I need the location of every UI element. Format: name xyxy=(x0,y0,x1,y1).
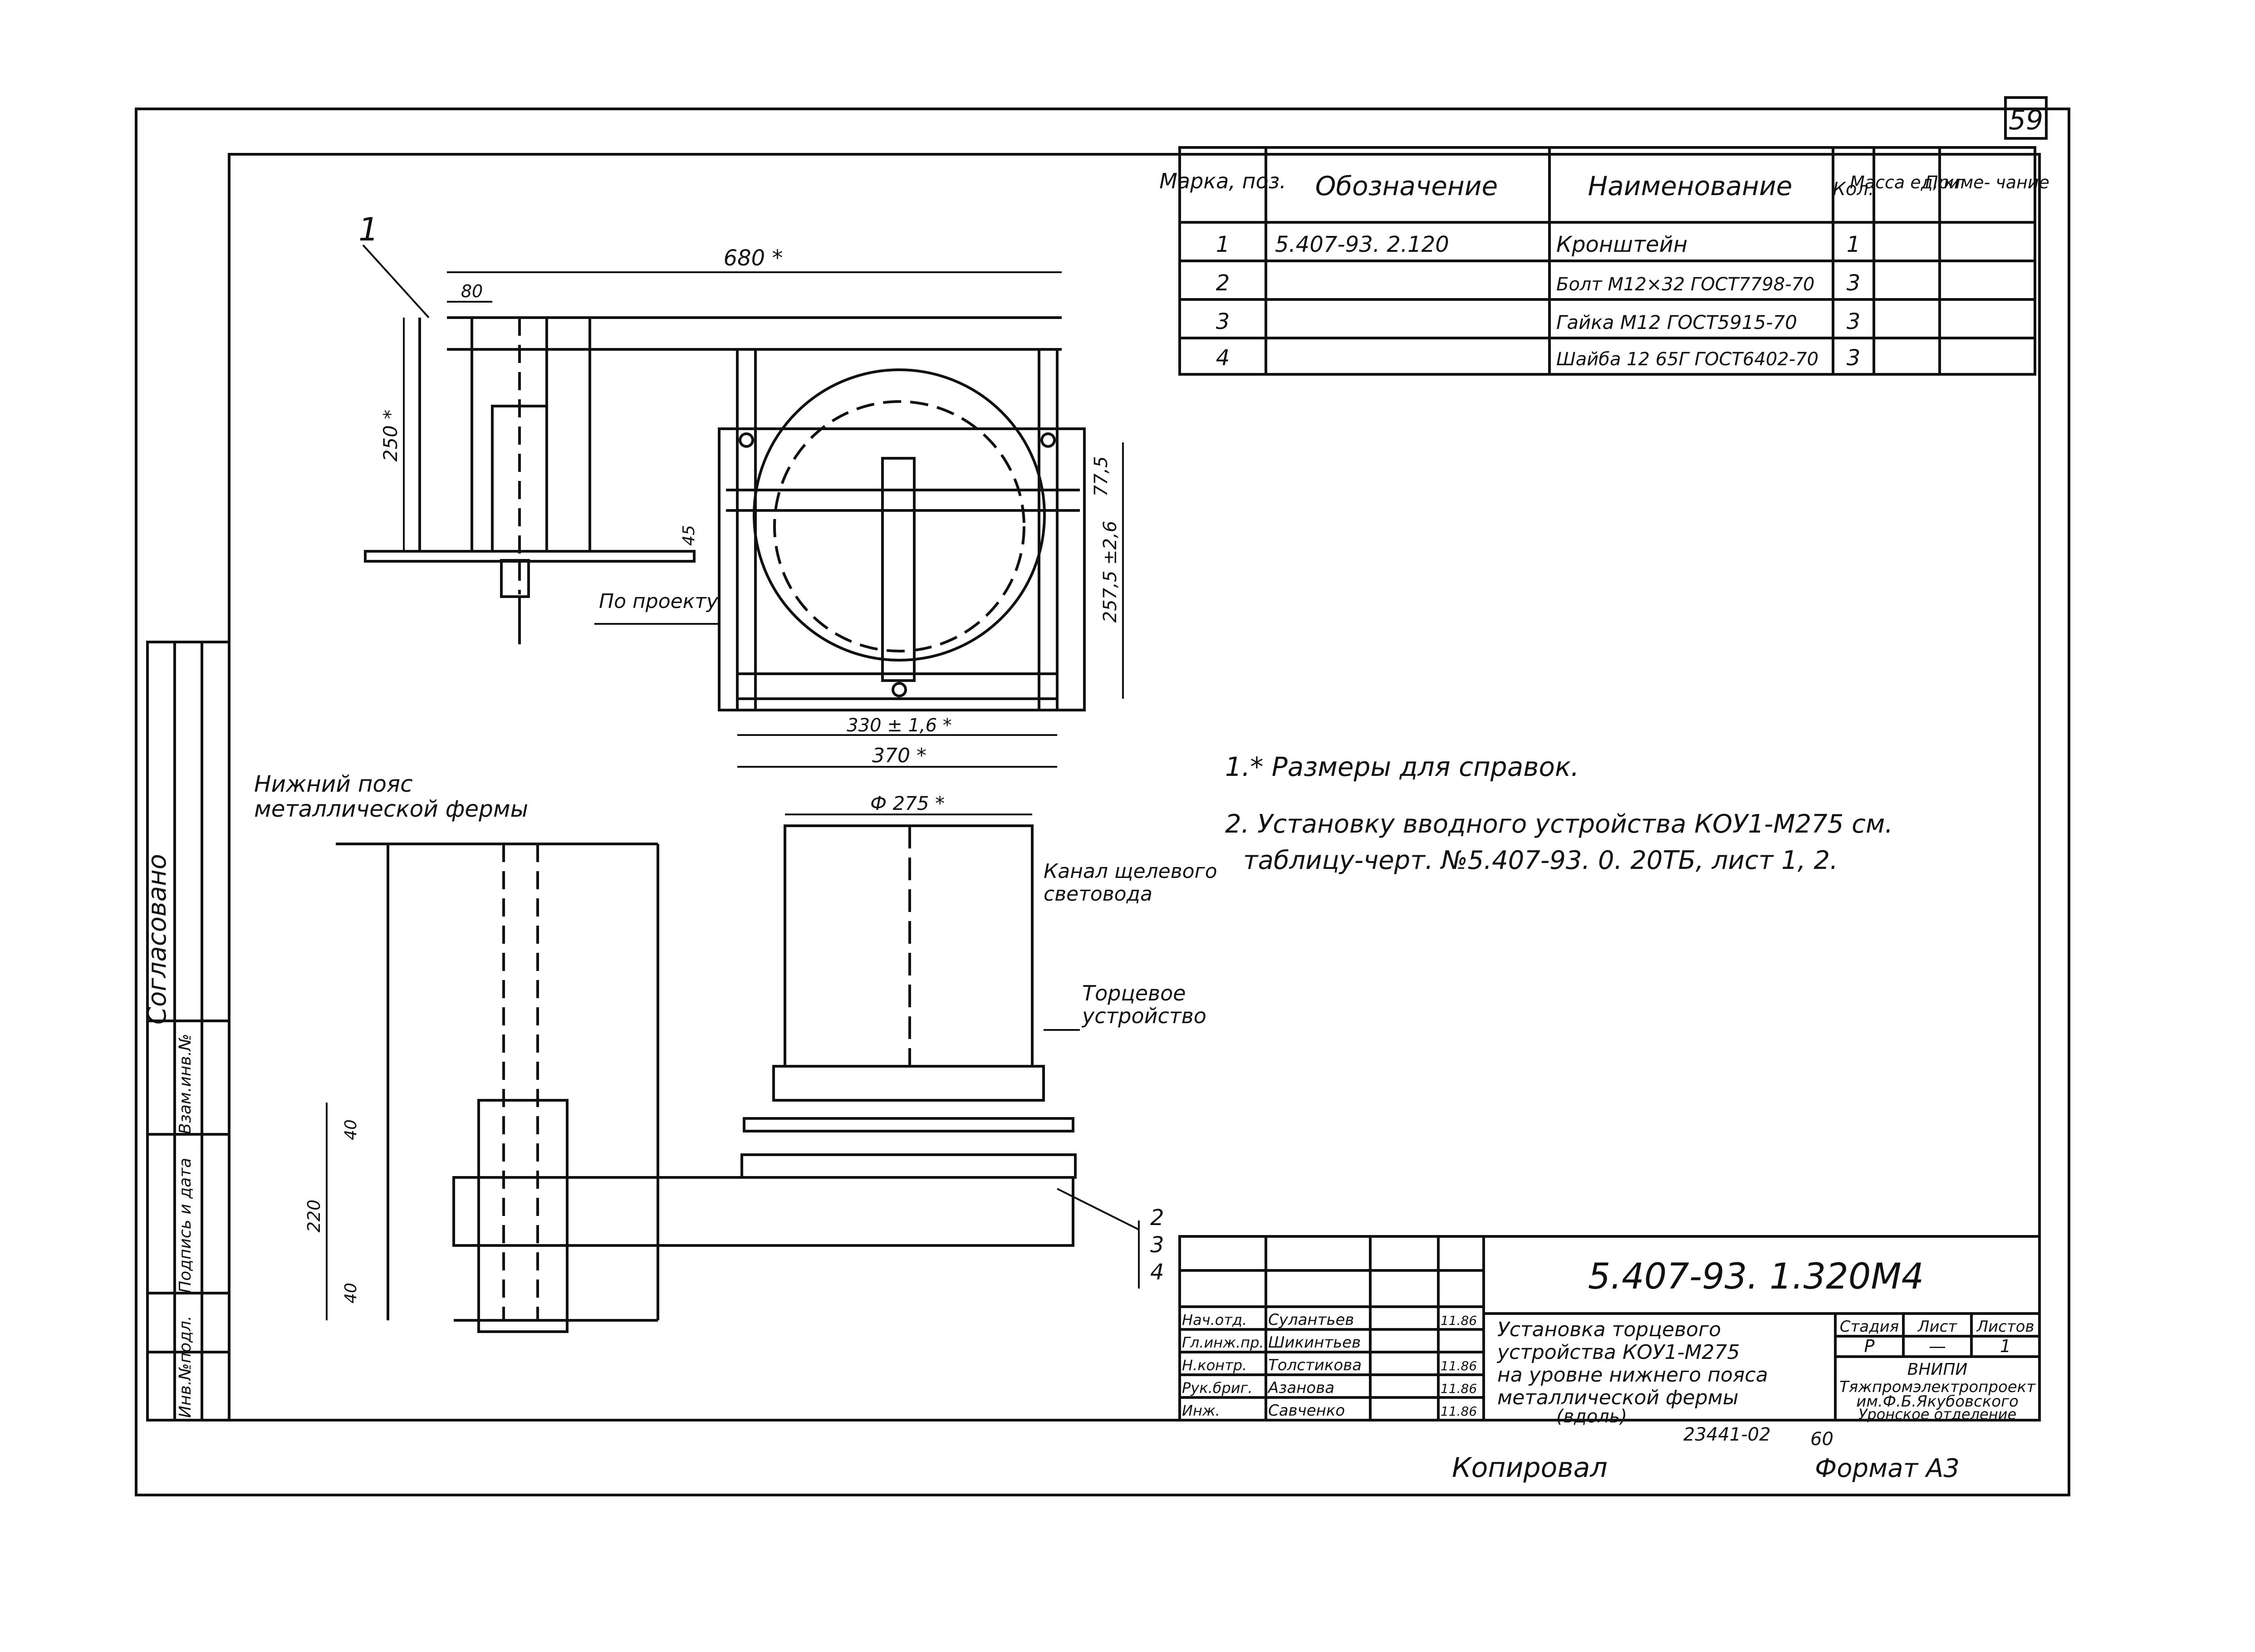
outer-frame xyxy=(135,108,2070,1496)
archive-number: 23441-02 xyxy=(1683,1424,1771,1445)
title-line-5: (вдоль) xyxy=(1556,1406,1627,1427)
title-line-1: Установка торцевого xyxy=(1497,1318,1721,1341)
spec-header-name: Наименование xyxy=(1588,171,1793,201)
dim-80: 80 xyxy=(461,281,483,301)
format-label: Формат А3 xyxy=(1815,1454,1960,1483)
dim-220: 220 xyxy=(304,1200,324,1233)
side-stamp xyxy=(146,641,230,1422)
truss-side-view xyxy=(336,843,1074,1333)
end-device-label-2: устройство xyxy=(1081,1004,1206,1028)
dim-40-top: 40 xyxy=(342,1119,360,1140)
spec-table-rows: 1 5.407-93. 2.120 Кронштейн 1 2 Болт М12… xyxy=(1216,232,1861,371)
title-line-3: на уровне нижнего пояса xyxy=(1497,1363,1768,1387)
spec-row-pos: 1 xyxy=(1216,232,1230,257)
staff-name: Савченко xyxy=(1268,1402,1345,1420)
bracket-side-view xyxy=(364,316,1062,644)
spec-row-designation: 5.407-93. 2.120 xyxy=(1275,232,1449,257)
spec-row-name: Болт М12×32 ГОСТ7798-70 xyxy=(1556,274,1814,295)
device-front-view xyxy=(718,348,1086,711)
dim-45: 45 xyxy=(680,525,698,546)
staff-rows: Нач.отд. Сулантьев 11.86 Гл.инж.пр. Шики… xyxy=(1182,1311,1477,1420)
org-line-3: им.Ф.Б.Якубовского xyxy=(1856,1392,2019,1411)
spec-row-pos: 4 xyxy=(1216,345,1230,371)
side-stamp-3: Взам.инв.№ xyxy=(176,1034,195,1134)
dim-330: 330 ± 1,6 * xyxy=(847,715,952,736)
stage-header: Стадия xyxy=(1840,1318,1899,1336)
dim-257: 257,5 ±2,6 xyxy=(1100,521,1121,623)
light-channel xyxy=(740,824,1077,1179)
sheet-number-box xyxy=(2004,96,2048,140)
copied-by: Копировал xyxy=(1452,1452,1608,1484)
channel-label-2: световода xyxy=(1044,882,1152,906)
callout-2: 2 xyxy=(1150,1205,1164,1230)
callout-3: 3 xyxy=(1150,1232,1164,1258)
dim-77: 77,5 xyxy=(1091,456,1112,496)
staff-date: 11.86 xyxy=(1441,1313,1477,1328)
archive-number-2: 60 xyxy=(1810,1429,1833,1450)
side-label: Согласовано xyxy=(142,854,172,1025)
dim-680: 680 * xyxy=(724,245,783,271)
spec-row-pos: 2 xyxy=(1216,270,1230,296)
staff-role: Н.контр. xyxy=(1182,1357,1247,1374)
side-stamp-1: Инв.№подл. xyxy=(176,1316,195,1418)
note-2: 2. Установку вводного устройства КОУ1-М2… xyxy=(1225,809,1893,839)
spec-row-qty: 3 xyxy=(1847,309,1861,334)
sheet-header: Лист xyxy=(1917,1318,1957,1336)
staff-name: Сулантьев xyxy=(1268,1311,1354,1329)
dim-40-bottom: 40 xyxy=(342,1283,360,1304)
staff-role: Инж. xyxy=(1182,1402,1220,1419)
lower-belt-label-2: металлической фермы xyxy=(254,796,528,822)
drawing-code: 5.407-93. 1.320М4 xyxy=(1588,1256,1924,1297)
side-stamp-2: Подпись и дата xyxy=(176,1158,195,1293)
spec-row-name: Кронштейн xyxy=(1556,232,1687,257)
staff-date: 11.86 xyxy=(1441,1404,1477,1419)
staff-role: Нач.отд. xyxy=(1182,1311,1247,1328)
position-1-label: 1 xyxy=(358,211,379,248)
spec-header-note: Приме- чание xyxy=(1925,172,2049,192)
inner-frame xyxy=(228,153,2041,1422)
channel-label: Канал щелевого xyxy=(1044,860,1217,883)
org-line-4: Уронское отделение xyxy=(1858,1406,2016,1423)
spec-row-qty: 3 xyxy=(1847,345,1861,371)
spec-header-qty: Кол. xyxy=(1833,179,1874,200)
spec-row-pos: 3 xyxy=(1216,309,1230,334)
callout-4: 4 xyxy=(1150,1260,1164,1285)
staff-name: Шикинтьев xyxy=(1268,1333,1361,1352)
staff-role: Рук.бриг. xyxy=(1182,1379,1253,1397)
end-device-label: Торцевое xyxy=(1082,981,1186,1005)
po-proektu-label: По проекту xyxy=(599,590,719,613)
spec-header-designation: Обозначение xyxy=(1315,171,1498,201)
phi-275: Ф 275 * xyxy=(870,792,945,814)
spec-row-name: Гайка М12 ГОСТ5915-70 xyxy=(1556,311,1797,333)
spec-header-pos: Марка, поз. xyxy=(1159,169,1286,193)
sheets-header: Листов xyxy=(1976,1318,2034,1336)
title-line-2: устройства КОУ1-М275 xyxy=(1496,1341,1740,1364)
spec-header-mass: Масса ед, кг xyxy=(1850,172,1964,192)
lower-belt-label: Нижний пояс xyxy=(254,771,413,797)
sheet-number: 59 xyxy=(2009,104,2043,136)
org-line-2: Тяжпромэлектропроект xyxy=(1839,1378,2036,1396)
dim-250: 250 * xyxy=(379,410,402,462)
staff-date: 11.86 xyxy=(1441,1381,1477,1396)
staff-name: Толстикова xyxy=(1268,1356,1362,1374)
staff-name: Азанова xyxy=(1267,1379,1334,1397)
org-line-1: ВНИПИ xyxy=(1907,1360,1968,1379)
spec-row-qty: 3 xyxy=(1847,270,1861,296)
staff-role: Гл.инж.пр. xyxy=(1182,1334,1264,1351)
sheets-value: 1 xyxy=(2000,1336,2011,1356)
staff-date: 11.86 xyxy=(1441,1358,1477,1373)
dim-370: 370 * xyxy=(872,744,927,767)
note-1: 1.* Размеры для справок. xyxy=(1225,751,1579,782)
note-2-cont: таблицу-черт. №5.407-93. 0. 20ТБ, лист 1… xyxy=(1243,846,1838,875)
title-line-4: металлической фермы xyxy=(1497,1386,1739,1409)
stage-value: Р xyxy=(1864,1336,1875,1356)
spec-row-qty: 1 xyxy=(1847,232,1861,257)
sheet-value: — xyxy=(1929,1336,1946,1356)
spec-row-name: Шайба 12 65Г ГОСТ6402-70 xyxy=(1556,349,1819,370)
